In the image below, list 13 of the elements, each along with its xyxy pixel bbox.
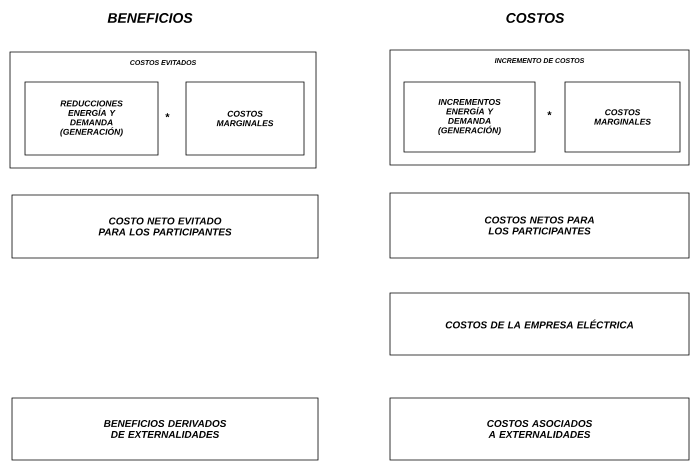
inner-box: REDUCCIONES ENERGÍA Y DEMANDA (GENERACIÓN): [24, 82, 158, 156]
text-box: BENEFICIOS DERIVADOS DE EXTERNALIDADES: [12, 398, 318, 460]
column-heading: COSTOS: [506, 13, 564, 23]
text-box: COSTOS ASOCIADOS A EXTERNALIDADES: [390, 398, 690, 460]
inner-box: COSTOS MARGINALES: [564, 82, 680, 152]
inner-box: INCREMENTOS ENERGÍA Y DEMANDA (GENERACIÓN): [404, 82, 536, 152]
text-box: COSTOS DE LA EMPRESA ELÉCTRICA: [390, 292, 690, 356]
text-box: COSTOS NETOS PARA LOS PARTICIPANTES: [390, 192, 690, 258]
inner-box: COSTOS MARGINALES: [186, 82, 304, 156]
multiply-sign: *: [547, 111, 552, 116]
multiply-sign: *: [165, 113, 170, 118]
column-heading: BENEFICIOS: [108, 13, 192, 23]
text-box: COSTO NETO EVITADO PARA LOS PARTICIPANTES: [12, 194, 318, 258]
